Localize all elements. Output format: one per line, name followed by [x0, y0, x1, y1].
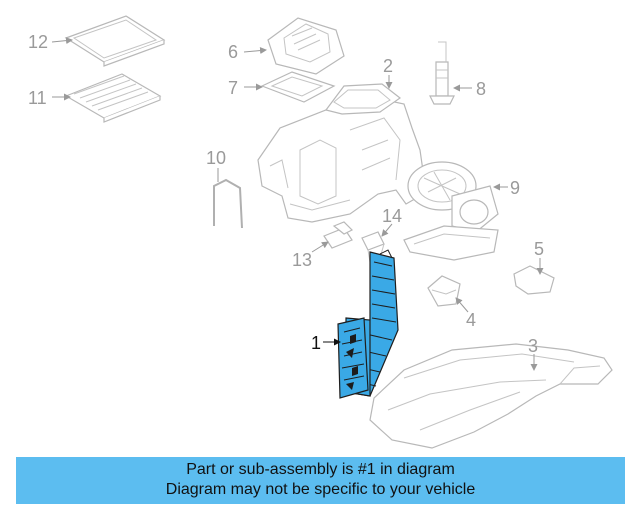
- banner-line-1: Part or sub-assembly is #1 in diagram: [186, 461, 455, 478]
- callout-11: 11: [28, 88, 47, 108]
- part-3-lower-case: [369, 343, 613, 449]
- callout-1: 1: [311, 333, 321, 353]
- callout-9: 9: [510, 178, 520, 198]
- callout-12: 12: [28, 32, 48, 52]
- part-10-bracket: [213, 178, 243, 229]
- callout-8: 8: [476, 79, 486, 99]
- callout-3: 3: [528, 336, 538, 356]
- callout-6: 6: [228, 42, 238, 62]
- part-1-evaporator-core: [337, 249, 399, 399]
- part-12-filter-frame: [64, 15, 166, 67]
- part-4-connector: [427, 275, 461, 307]
- part-5-connector: [513, 265, 555, 295]
- part-6-housing-lid: [267, 17, 345, 75]
- part-11-cabin-filter: [64, 73, 162, 123]
- part-9-blower-motor: [403, 161, 499, 261]
- part-2-heater-housing: [257, 83, 425, 223]
- callout-13: 13: [292, 250, 312, 270]
- part-7-gasket: [260, 71, 336, 103]
- part-8-sensor: [429, 41, 455, 105]
- callout-10: 10: [206, 148, 226, 168]
- callout-4: 4: [466, 310, 476, 330]
- callout-14: 14: [382, 206, 402, 226]
- callout-numbers: 1 2 3 4 5 6 7 8 9 10 11 12 13 14: [28, 32, 544, 356]
- info-banner: Part or sub-assembly is #1 in diagram Di…: [16, 457, 625, 504]
- callout-2: 2: [383, 56, 393, 76]
- part-13-connector: [323, 221, 354, 249]
- banner-line-2: Diagram may not be specific to your vehi…: [165, 481, 476, 498]
- parts-diagram: 1 2 3 4 5 6 7 8 9 10 11 12 13 14: [28, 15, 613, 449]
- leader-lines: [51, 37, 544, 371]
- part-14-clip: [361, 231, 385, 263]
- callout-7: 7: [228, 78, 238, 98]
- callout-5: 5: [534, 239, 544, 259]
